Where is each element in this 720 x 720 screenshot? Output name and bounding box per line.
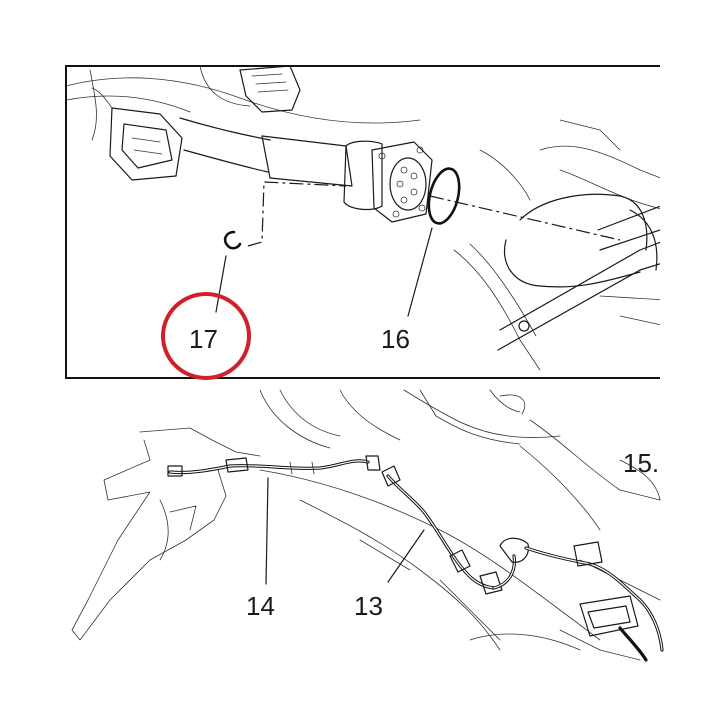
callout-16: 16 [381, 324, 410, 354]
callout-14: 14 [246, 591, 275, 621]
callout-17: 17 [189, 324, 218, 354]
callout-15: 15. [623, 448, 659, 478]
detail-inset: 17 16 [65, 60, 720, 390]
harness-assembly-view: 15. 14 13 [71, 389, 664, 662]
callout-13: 13 [354, 591, 383, 621]
highlight-circle [161, 292, 251, 380]
